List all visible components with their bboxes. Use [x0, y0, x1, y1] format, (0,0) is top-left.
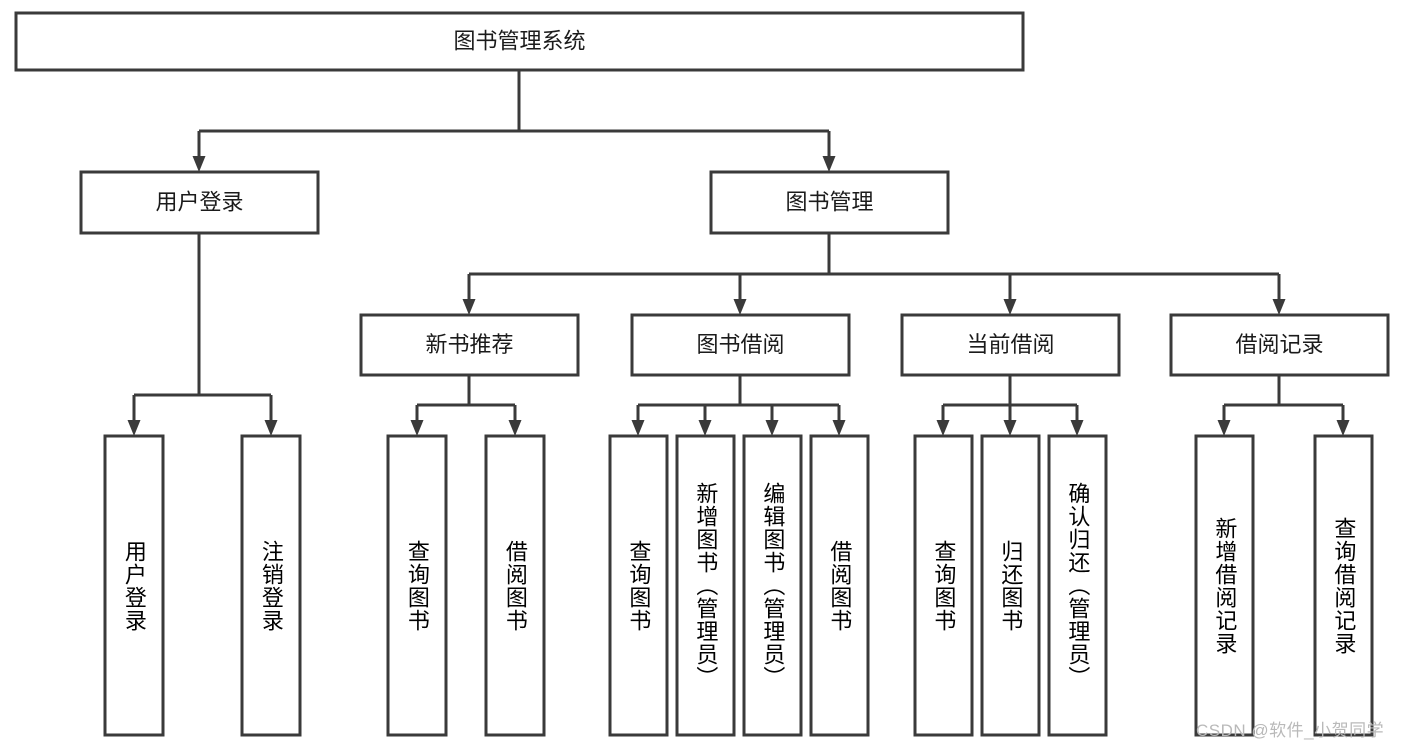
arrow-head-icon: [1003, 420, 1017, 436]
node-box-new-book-rec[interactable]: [359, 313, 580, 377]
node-label-borrow-record: 借阅记录: [1235, 332, 1323, 357]
arrow-head-icon: [1217, 420, 1231, 436]
connector-current-borrow: [936, 375, 1084, 436]
node-box-leaf-add-book[interactable]: [675, 434, 736, 737]
node-box-leaf-borrow-book-1[interactable]: [484, 434, 546, 737]
arrow-head-icon: [936, 420, 950, 436]
node-label-current-borrow: 当前借阅: [966, 332, 1054, 357]
arrow-head-icon: [1336, 420, 1350, 436]
node-label-book-manage: 图书管理: [785, 189, 873, 214]
arrow-head-icon: [733, 299, 747, 315]
connector-borrow-record: [1217, 375, 1350, 436]
node-box-leaf-query-book-1[interactable]: [386, 434, 448, 737]
node-label-root: 图书管理系统: [453, 28, 585, 53]
connector-user-login: [127, 233, 278, 436]
arrow-head-icon: [765, 420, 779, 436]
node-box-layer: [14, 11, 1390, 737]
node-box-leaf-edit-book[interactable]: [742, 434, 803, 737]
node-box-leaf-query-book-3[interactable]: [913, 434, 974, 737]
node-box-user-login[interactable]: [79, 170, 320, 235]
node-box-leaf-logout[interactable]: [240, 434, 302, 737]
arrow-head-icon: [631, 420, 645, 436]
csdn-watermark: CSDN @软件_小贺同学: [1196, 721, 1385, 740]
arrow-head-icon: [264, 420, 278, 436]
node-box-leaf-borrow-book-2[interactable]: [809, 434, 870, 737]
arrow-head-icon: [1003, 299, 1017, 315]
node-box-leaf-return-book[interactable]: [980, 434, 1041, 737]
node-box-leaf-query-book-2[interactable]: [608, 434, 669, 737]
arrow-head-icon: [508, 420, 522, 436]
node-box-leaf-user-login[interactable]: [103, 434, 165, 737]
arrow-head-icon: [822, 156, 836, 172]
arrow-head-icon: [410, 420, 424, 436]
node-label-new-book-rec: 新书推荐: [425, 332, 513, 357]
connector-root: [192, 70, 836, 172]
node-box-leaf-confirm-return[interactable]: [1047, 434, 1108, 737]
arrow-head-icon: [462, 299, 476, 315]
node-box-borrow-record[interactable]: [1169, 313, 1390, 377]
node-label-book-borrow: 图书借阅: [696, 332, 784, 357]
connector-book-borrow: [631, 375, 846, 436]
node-box-root[interactable]: [14, 11, 1025, 72]
arrow-head-icon: [698, 420, 712, 436]
node-label-user-login: 用户登录: [155, 189, 243, 214]
connector-book-manage: [462, 233, 1286, 315]
arrow-head-icon: [832, 420, 846, 436]
node-box-leaf-query-record[interactable]: [1313, 434, 1374, 737]
node-box-leaf-add-record[interactable]: [1194, 434, 1255, 737]
connector-new-book-rec: [410, 375, 522, 436]
node-box-current-borrow[interactable]: [900, 313, 1121, 377]
node-box-book-borrow[interactable]: [630, 313, 851, 377]
node-box-book-manage[interactable]: [709, 170, 950, 235]
arrow-head-icon: [1272, 299, 1286, 315]
arrow-head-icon: [127, 420, 141, 436]
connector-layer: [127, 70, 1350, 436]
arrow-head-icon: [1070, 420, 1084, 436]
arrow-head-icon: [192, 156, 206, 172]
